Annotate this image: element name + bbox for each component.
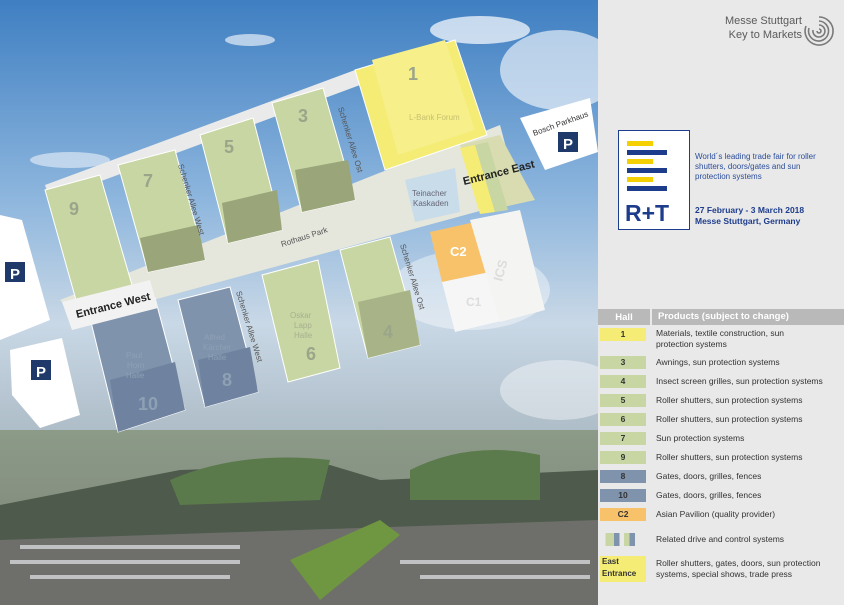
legend-row: 4 Insect screen grilles, sun protection s… (598, 372, 844, 391)
legend-row: 10 Gates, doors, grilles, fences (598, 486, 844, 505)
hall-8-name-3: Halle (208, 353, 227, 362)
hall-6-name-2: Lapp (294, 321, 312, 330)
hall-10-name-3: Halle (126, 371, 145, 380)
road-west-top: Schenker Allee West (176, 163, 206, 237)
brand-name: Messe Stuttgart (724, 15, 802, 27)
teinacher-label-2: Kaskaden (413, 199, 449, 208)
legend-row-text: Related drive and control systems (656, 533, 785, 544)
hall-c2-label: C2 (450, 244, 467, 259)
parking-sign-1: P (10, 266, 20, 283)
legend-row-text: Roller shutters, sun protection systems (656, 452, 803, 462)
legend-row-text: Gates, doors, grilles, fences (656, 490, 762, 500)
legend-row-text: Materials, textile construction, sun pro… (656, 328, 785, 349)
legend-row: East Entrance Roller shutters, gates, doo… (598, 554, 844, 584)
hall-10-name-2: Horn (127, 361, 144, 370)
hall-6 (261, 259, 341, 383)
legend-row: Related drive and control systems (598, 524, 844, 554)
info-panel: Messe Stuttgart Key to Markets R+T World… (598, 0, 844, 605)
legend-swatch: 3 (600, 356, 646, 369)
legend-swatch: 7 (600, 432, 646, 445)
hall-1-name: L-Bank Forum (409, 113, 460, 122)
legend-header-products: Products (subject to change) (650, 309, 789, 325)
hall-8-number: 8 (222, 370, 232, 390)
map-drawing (0, 0, 598, 605)
hall-ics-label: ICS (490, 258, 510, 283)
messe-stuttgart-logo-icon (804, 16, 834, 46)
legend-swatch: 1 (600, 328, 646, 341)
legend-row-text: Roller shutters, gates, doors, sun prote… (656, 558, 821, 579)
legend-row: 8 Gates, doors, grilles, fences (598, 467, 844, 486)
road-ost-top: Schenker Allee Ost (336, 106, 365, 174)
legend-swatch (600, 532, 646, 546)
legend-row-text: Sun protection systems (656, 433, 745, 443)
legend-row-text: Asian Pavilion (quality provider) (656, 509, 776, 519)
road-west-bottom: Schenker Allee West (234, 290, 264, 364)
legend-row: 9 Roller shutters, sun protection systems (598, 448, 844, 467)
legend-swatch: C2 (600, 508, 646, 521)
teinacher-label-1: Teinacher (412, 189, 447, 198)
fair-dates-block: 27 February - 3 March 2018 Messe Stuttga… (695, 205, 835, 227)
legend-row: 7 Sun protection systems (598, 429, 844, 448)
road-rothaus-park: Rothaus Park (280, 225, 330, 249)
legend-swatch: 6 (600, 413, 646, 426)
hall-7-number: 7 (143, 171, 153, 191)
legend-rows: 1 Materials, textile construction, sun pr… (598, 325, 844, 584)
parking-sign-2: P (36, 364, 46, 381)
entrance-east-label: Entrance East (462, 158, 536, 187)
legend-row-text: Roller shutters, sun protection systems (656, 395, 803, 405)
rt-fair-logo: R+T (618, 130, 690, 230)
rt-logo-text: R+T (625, 200, 669, 226)
road-ost-bottom: Schenker Allee Ost (398, 243, 427, 311)
legend-row: 3 Awnings, sun protection systems (598, 353, 844, 372)
legend-row: 6 Roller shutters, sun protection systems (598, 410, 844, 429)
legend-row: C2 Asian Pavilion (quality provider) (598, 505, 844, 524)
legend-header: Hall Products (subject to change) (598, 309, 844, 325)
legend-row: 1 Materials, textile construction, sun pr… (598, 325, 844, 353)
entrance-west-label: Entrance West (75, 291, 152, 321)
fair-venue: Messe Stuttgart, Germany (695, 216, 801, 226)
legend-swatch: 10 (600, 489, 646, 502)
venue-map: 1 L-Bank Forum 3 5 7 9 4 6 8 10 Oskar La… (0, 0, 598, 605)
hall-10-number: 10 (138, 394, 158, 414)
hall-6-name-3: Halle (294, 331, 313, 340)
fair-description: World´s leading trade fair for roller sh… (695, 152, 816, 181)
hall-4-number: 4 (383, 322, 393, 342)
legend-swatch: 8 (600, 470, 646, 483)
hall-c1 (442, 272, 505, 332)
hall-8-name-2: Kärcher (203, 343, 231, 352)
hall-legend: Hall Products (subject to change) 1 Mater… (598, 309, 844, 584)
hall-8-name-1: Alfred (204, 333, 225, 342)
hall-c1-label: C1 (466, 295, 482, 309)
legend-row-text: Gates, doors, grilles, fences (656, 471, 762, 481)
hall-5-number: 5 (224, 137, 234, 157)
rt-logo-graphic: R+T (625, 141, 669, 226)
parking-sign-3: P (563, 136, 573, 153)
legend-header-hall: Hall (615, 311, 633, 323)
hall-6-number: 6 (306, 344, 316, 364)
legend-swatch: 9 (600, 451, 646, 464)
hall-3-number: 3 (298, 106, 308, 126)
hall-10-name-1: Paul (126, 351, 142, 360)
messe-stuttgart-brand: Messe Stuttgart Key to Markets (725, 14, 802, 42)
legend-swatch: East Entrance (600, 556, 646, 582)
fair-dates: 27 February - 3 March 2018 (695, 205, 805, 215)
legend-row-text: Awnings, sun protection systems (656, 357, 780, 367)
brand-tagline: Key to Markets (728, 29, 802, 41)
legend-row-text: Roller shutters, sun protection systems (656, 414, 803, 424)
hall-6-name-1: Oskar (290, 311, 312, 320)
legend-swatch: 5 (600, 394, 646, 407)
legend-row: 5 Roller shutters, sun protection systems (598, 391, 844, 410)
hall-1-number: 1 (408, 64, 418, 84)
bosch-parkhaus-label: Bosch Parkhaus (532, 109, 590, 137)
map-labels: 1 L-Bank Forum 3 5 7 9 4 6 8 10 Oskar La… (10, 64, 590, 414)
hall-9-number: 9 (69, 199, 79, 219)
legend-swatch: 4 (600, 375, 646, 388)
legend-row-text: Insect screen grilles, sun protection sy… (656, 376, 823, 386)
